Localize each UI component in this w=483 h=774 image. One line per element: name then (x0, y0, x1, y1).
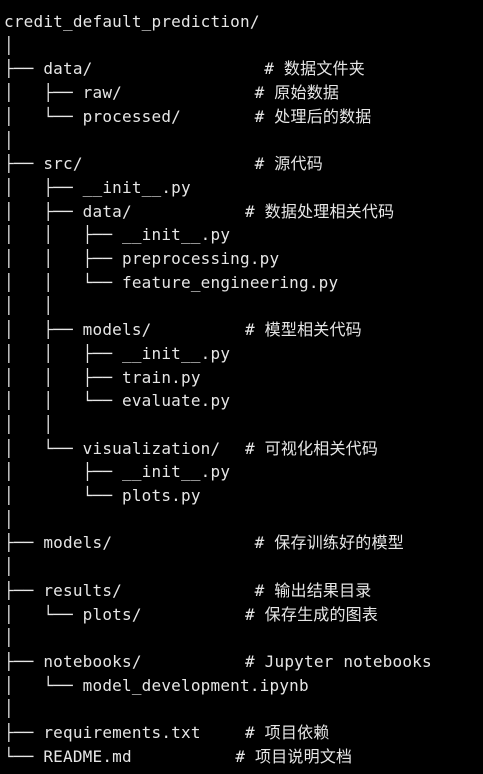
tree-line: │ └── model_development.ipynb (4, 674, 309, 698)
tree-line: │ └── visualization/ # 可视化相关代码 (4, 437, 378, 461)
tree-entry: │ └── processed/ (4, 106, 181, 126)
tree-comment: # 保存生成的图表 (245, 604, 379, 624)
tree-line: │ │ └── feature_engineering.py (4, 271, 338, 295)
tree-line: │ │ ├── preprocessing.py (4, 247, 279, 271)
tree-comment: # 处理后的数据 (254, 106, 372, 126)
tree-line: └── README.md # 项目说明文档 (4, 745, 352, 769)
tree-entry: ├── requirements.txt (4, 723, 201, 742)
tree-comment: # 可视化相关代码 (245, 438, 379, 458)
tree-entry: │ └── model_development.ipynb (4, 675, 309, 695)
tree-entry: │ ├── __init__.py (4, 177, 191, 197)
tree-line: ├── results/ # 输出结果目录 (4, 579, 371, 603)
tree-comment: # 保存训练好的模型 (254, 533, 404, 553)
tree-entry: │ └── visualization/ (4, 438, 221, 458)
tree-entry: ├── data/ (4, 59, 93, 79)
tree-line: │ (4, 626, 14, 650)
tree-line: │ │ (4, 413, 53, 437)
tree-line: │ │ ├── __init__.py (4, 342, 230, 366)
tree-line: │ (4, 508, 14, 532)
tree-line: │ │ (4, 294, 53, 318)
tree-line: ├── src/ # 源代码 (4, 152, 323, 176)
tree-line: │ │ ├── train.py (4, 366, 201, 390)
tree-entry: │ (4, 35, 14, 55)
tree-line: credit_default_prediction/ (4, 10, 260, 34)
tree-entry: │ ├── raw/ (4, 83, 122, 103)
tree-comment: # Jupyter notebooks (245, 651, 432, 671)
tree-line: │ (4, 129, 14, 153)
tree-line: ├── notebooks/ # Jupyter notebooks (4, 650, 432, 674)
tree-line: │ └── plots.py (4, 484, 201, 508)
tree-entry: │ └── plots/ (4, 604, 142, 624)
tree-comment: # 项目依赖 (245, 723, 330, 742)
tree-entry: │ └── plots.py (4, 486, 201, 505)
tree-entry: │ │ (4, 414, 54, 434)
tree-line: │ │ └── evaluate.py (4, 389, 230, 413)
tree-entry: credit_default_prediction/ (4, 12, 260, 31)
tree-line: │ └── processed/ # 处理后的数据 (4, 105, 371, 129)
tree-line: ├── models/ # 保存训练好的模型 (4, 531, 404, 555)
tree-entry: │ │ ├── train.py (4, 367, 201, 387)
tree-entry: │ │ └── evaluate.py (4, 391, 231, 411)
tree-line: │ ├── data/ # 数据处理相关代码 (4, 200, 394, 224)
tree-entry: │ (4, 628, 14, 648)
tree-comment: # 模型相关代码 (245, 320, 362, 340)
tree-entry: │ (4, 557, 14, 577)
tree-entry: │ ├── models/ (4, 320, 152, 340)
tree-entry: │ ├── data/ (4, 201, 132, 221)
tree-line: │ ├── __init__.py (4, 460, 230, 484)
tree-entry: │ │ ├── preprocessing.py (4, 249, 280, 268)
tree-entry: │ │ ├── __init__.py (4, 343, 231, 363)
tree-entry: │ (4, 509, 14, 529)
tree-entry: │ (4, 130, 14, 150)
tree-line: │ (4, 697, 14, 721)
tree-comment: # 数据处理相关代码 (245, 201, 395, 221)
tree-entry: ├── src/ (4, 154, 83, 174)
tree-line: │ (4, 34, 14, 58)
tree-entry: ├── results/ (4, 580, 122, 600)
tree-line: │ │ ├── __init__.py (4, 223, 230, 247)
tree-line: ├── data/ # 数据文件夹 (4, 57, 365, 81)
tree-line: ├── requirements.txt # 项目依赖 (4, 721, 329, 745)
tree-line: │ (4, 555, 14, 579)
tree-line: │ ├── raw/ # 原始数据 (4, 81, 339, 105)
tree-comment: # 原始数据 (254, 83, 340, 103)
tree-entry: │ │ └── feature_engineering.py (4, 272, 339, 292)
tree-comment: # 输出结果目录 (254, 580, 372, 600)
tree-line: │ ├── models/ # 模型相关代码 (4, 318, 362, 342)
tree-entry: ├── notebooks/ (4, 651, 142, 671)
tree-comment: # 源代码 (254, 154, 323, 174)
tree-comment: # 数据文件夹 (264, 59, 365, 79)
tree-comment: # 项目说明文档 (235, 746, 353, 766)
tree-line: │ ├── __init__.py (4, 176, 191, 200)
tree-entry: └── README.md (4, 746, 132, 766)
tree-entry: │ ├── __init__.py (4, 462, 231, 482)
tree-entry: │ (4, 699, 14, 719)
tree-entry: │ │ (4, 296, 54, 316)
tree-line: │ └── plots/ # 保存生成的图表 (4, 603, 378, 627)
tree-entry: ├── models/ (4, 533, 113, 553)
tree-entry: │ │ ├── __init__.py (4, 225, 231, 245)
